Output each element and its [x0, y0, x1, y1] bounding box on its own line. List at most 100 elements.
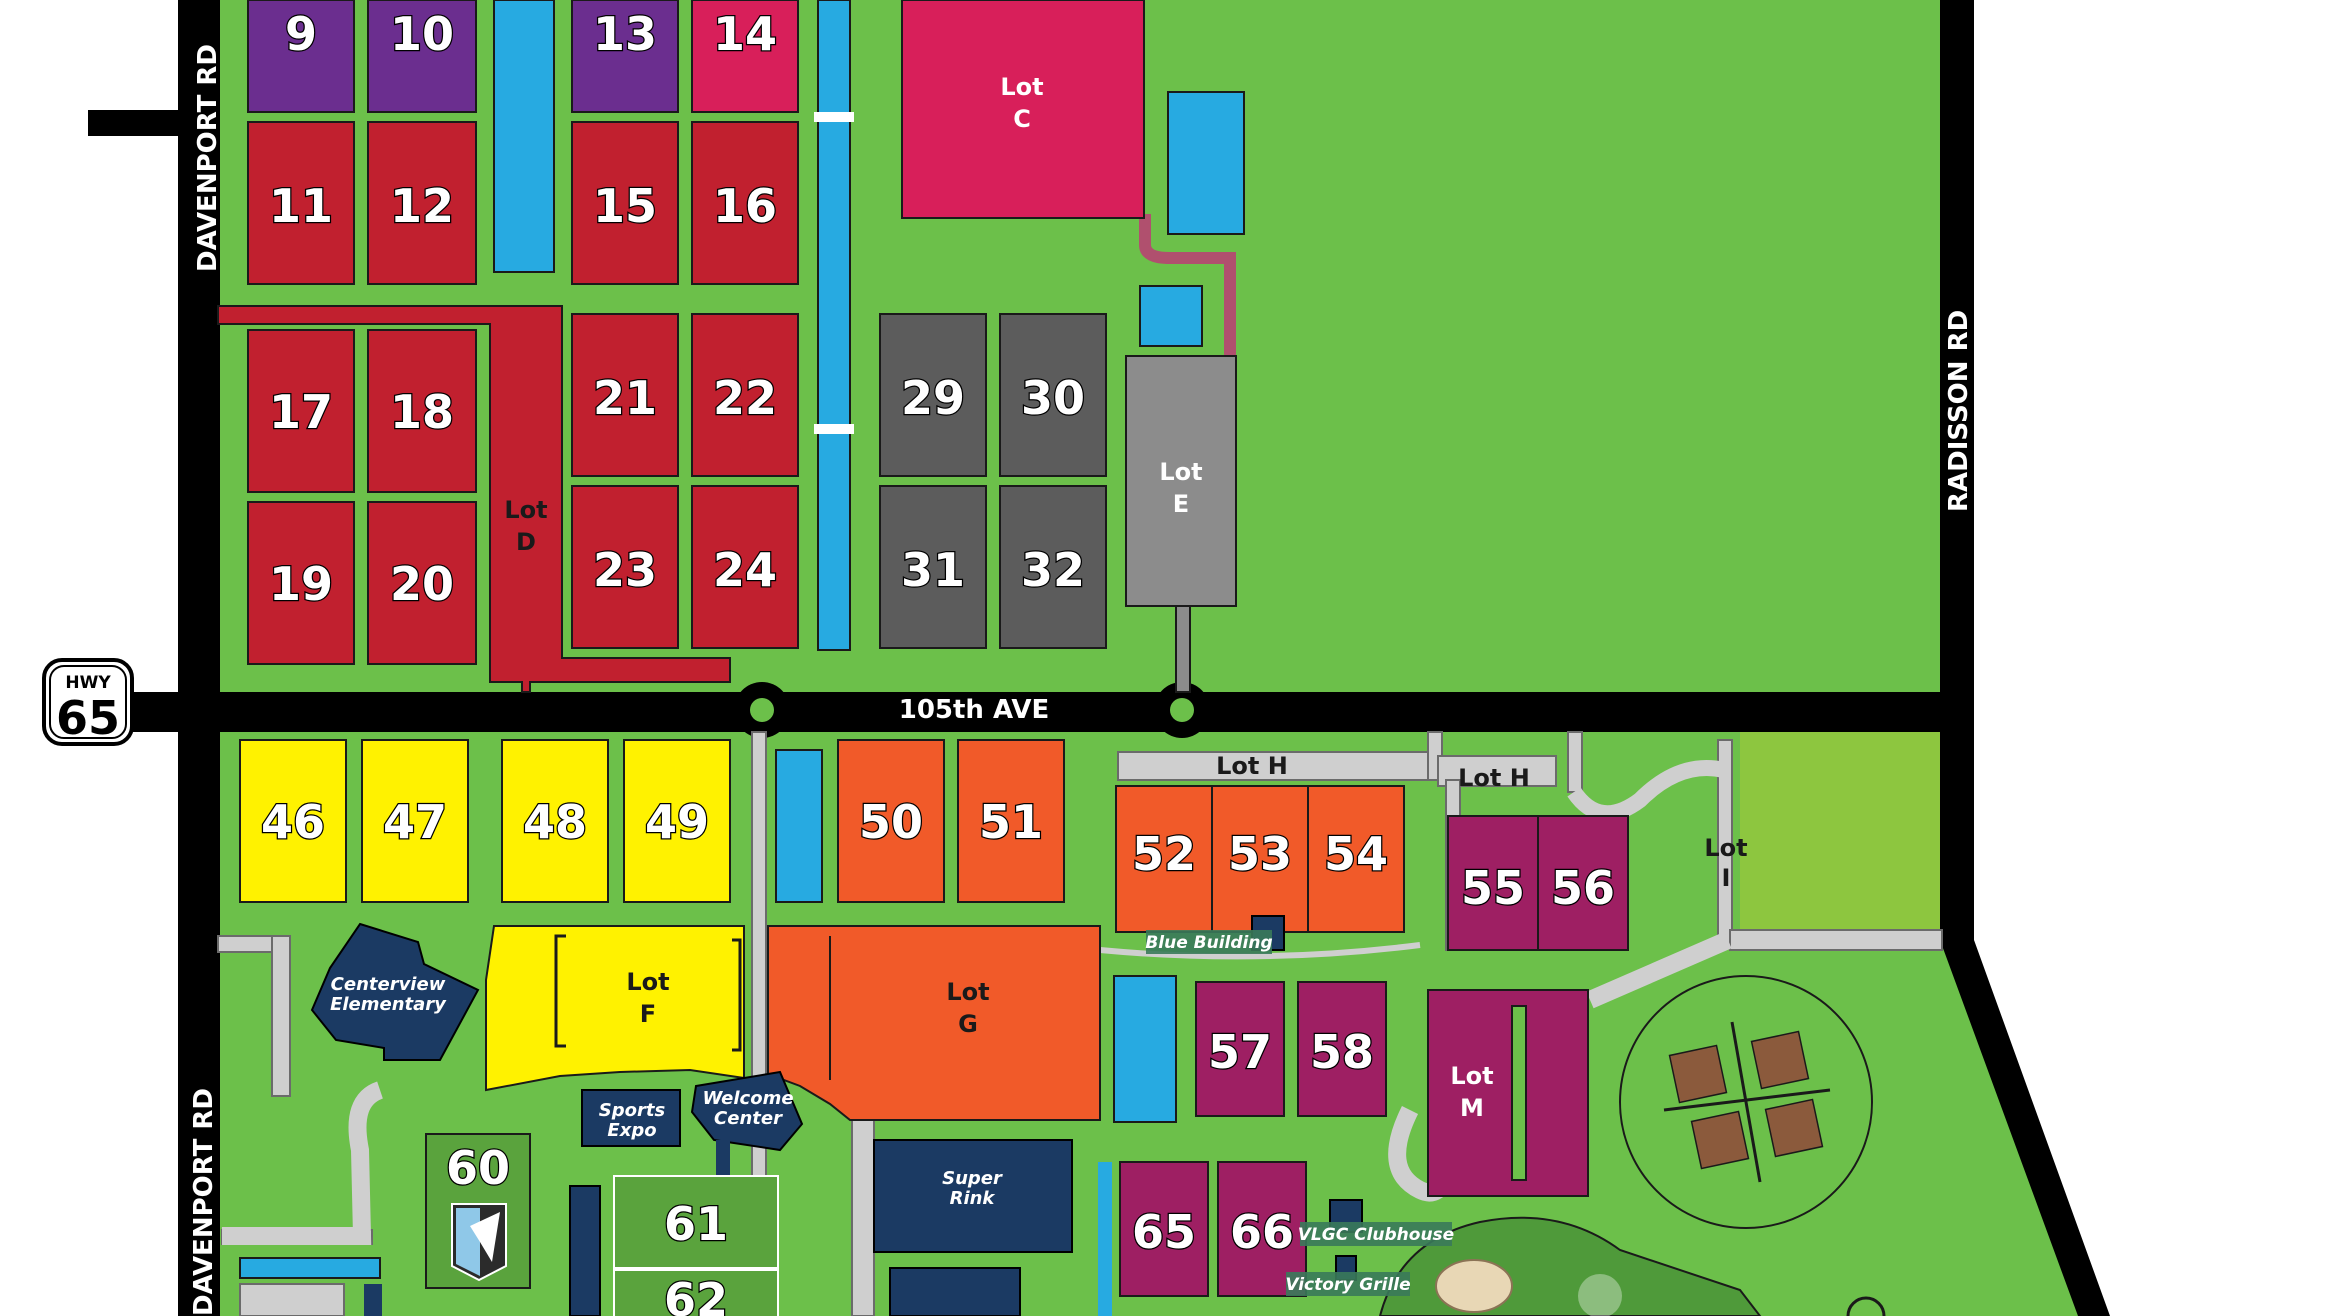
field-18-number: 18 — [390, 385, 454, 439]
field-23[interactable] — [571, 485, 679, 649]
field-51-number: 51 — [979, 795, 1043, 849]
field-51[interactable] — [957, 739, 1065, 903]
field-29[interactable] — [879, 313, 987, 477]
field-22[interactable] — [691, 313, 799, 477]
water-feature — [1139, 285, 1203, 347]
field-14[interactable] — [691, 0, 799, 113]
light-green-lot — [1740, 730, 1948, 936]
field-54-number: 54 — [1324, 827, 1388, 881]
field-55-number: 55 — [1461, 861, 1525, 915]
field-57[interactable] — [1195, 981, 1285, 1117]
field-48[interactable] — [501, 739, 609, 903]
field-20-number: 20 — [390, 557, 454, 611]
field-48-number: 48 — [523, 795, 587, 849]
water-feature — [1167, 91, 1245, 235]
field-56[interactable] — [1537, 815, 1629, 951]
lot-f-label-word: Lot — [626, 968, 669, 996]
lot-e-label-letter: E — [1173, 490, 1189, 518]
lot-c[interactable] — [901, 0, 1145, 219]
field-50[interactable] — [837, 739, 945, 903]
field-61[interactable] — [613, 1175, 779, 1269]
field-46[interactable] — [239, 739, 347, 903]
field-16[interactable] — [691, 121, 799, 285]
lot-h-label-1: Lot H — [1216, 752, 1288, 780]
field-14-number: 14 — [713, 7, 777, 61]
field-62[interactable] — [613, 1269, 779, 1316]
field-56-number: 56 — [1551, 861, 1615, 915]
field-66-number: 66 — [1230, 1205, 1294, 1259]
field-54[interactable] — [1307, 785, 1405, 933]
lot-g[interactable] — [767, 925, 1101, 1121]
field-30-number: 30 — [1021, 371, 1085, 425]
field-58[interactable] — [1297, 981, 1387, 1117]
field-19-number: 19 — [269, 557, 333, 611]
ballfield-complex — [1619, 975, 1873, 1229]
radisson-road-north[interactable] — [1940, 0, 1974, 700]
field-31[interactable] — [879, 485, 987, 649]
radisson-road-south[interactable] — [1940, 700, 2110, 1316]
centerview-elementary[interactable] — [310, 922, 480, 1061]
field-52[interactable] — [1115, 785, 1213, 933]
radisson-road-label: RADISSON RD — [1944, 310, 1974, 512]
water-channel — [817, 0, 851, 651]
field-19[interactable] — [247, 501, 355, 665]
field-11[interactable] — [247, 121, 355, 285]
field-55[interactable] — [1447, 815, 1539, 951]
105th-ave-road[interactable] — [130, 692, 1974, 732]
field-65-number: 65 — [1132, 1205, 1196, 1259]
field-20[interactable] — [367, 501, 477, 665]
field-24-number: 24 — [713, 543, 777, 597]
centerview-label-2: Elementary — [330, 994, 447, 1015]
lot-m-label-word: Lot — [1450, 1062, 1493, 1090]
field-53-number: 53 — [1228, 827, 1292, 881]
field-17[interactable] — [247, 329, 355, 493]
water-feature — [775, 749, 823, 903]
davenport-road[interactable] — [178, 0, 220, 1316]
field-15-number: 15 — [593, 179, 657, 233]
field-12[interactable] — [367, 121, 477, 285]
field-32[interactable] — [999, 485, 1107, 649]
davenport-road-label-south: DAVENPORT RD — [189, 1088, 219, 1316]
lot-e-drive — [1175, 599, 1191, 693]
davenport-road-label-north: DAVENPORT RD — [193, 44, 223, 272]
field-10[interactable] — [367, 0, 477, 113]
lot-f[interactable] — [485, 925, 745, 1092]
field-50-number: 50 — [859, 795, 923, 849]
field-52-number: 52 — [1132, 827, 1196, 881]
lot-c-label-word: Lot — [1000, 73, 1043, 101]
field-18[interactable] — [367, 329, 477, 493]
lot-m[interactable] — [1427, 989, 1589, 1197]
super-rink-label-1: Super — [942, 1168, 1003, 1189]
lot-i-label-word: Lot — [1704, 834, 1747, 862]
field-9[interactable] — [247, 0, 355, 113]
field-13[interactable] — [571, 0, 679, 113]
field-49[interactable] — [623, 739, 731, 903]
field-49-number: 49 — [645, 795, 709, 849]
field-15[interactable] — [571, 121, 679, 285]
105th-ave-label: 105th AVE — [899, 695, 1050, 725]
field-47[interactable] — [361, 739, 469, 903]
lot-d-label-letter: D — [516, 528, 536, 556]
lot-i-label-letter: I — [1722, 864, 1731, 892]
field-65[interactable] — [1119, 1161, 1209, 1297]
super-rink[interactable] — [873, 1139, 1073, 1253]
welcome-center[interactable] — [690, 1070, 804, 1152]
blue-building-tag — [1146, 930, 1272, 954]
field-17-number: 17 — [269, 385, 333, 439]
field-57-number: 57 — [1208, 1025, 1272, 1079]
field-24[interactable] — [691, 485, 799, 649]
field-60-number: 60 — [446, 1141, 510, 1195]
field-53[interactable] — [1211, 785, 1309, 933]
lot-i-south-road — [1586, 931, 1732, 1009]
north-spur-road[interactable] — [88, 110, 188, 136]
lot-c-drive — [1139, 214, 1236, 358]
lot-e[interactable] — [1125, 355, 1237, 607]
victory-grille-label: Victory Grille — [1285, 1275, 1410, 1295]
lot-d[interactable] — [217, 305, 731, 693]
lot-f-label-letter: F — [640, 1000, 656, 1028]
field-62-number: 62 — [664, 1273, 728, 1316]
sports-expo[interactable] — [581, 1089, 681, 1147]
field-30[interactable] — [999, 313, 1107, 477]
field-21[interactable] — [571, 313, 679, 477]
field-47-number: 47 — [383, 795, 447, 849]
